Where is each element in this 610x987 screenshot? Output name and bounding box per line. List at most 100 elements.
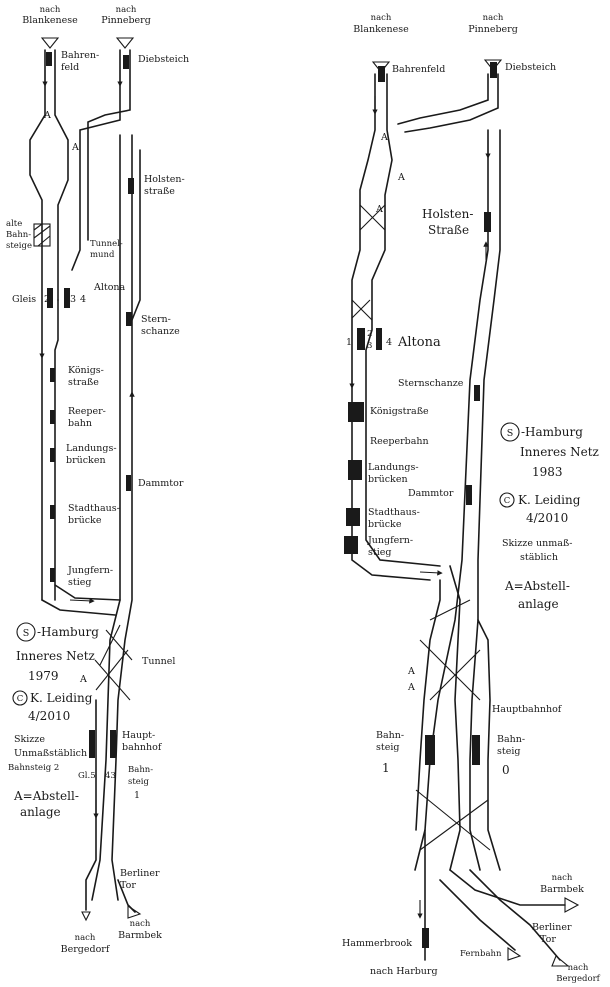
right-label-sternschanze: Sternschanze	[398, 378, 464, 389]
left-track-west-2	[55, 50, 68, 300]
left-label-berliner-2: Tor	[120, 880, 136, 891]
right-label-hbf: Hauptbahnhof	[492, 704, 563, 715]
left-platform-jungfernstieg	[50, 568, 55, 582]
left-label-bergedorf-1: nach	[75, 933, 96, 943]
left-label-alte-1: alte	[6, 219, 22, 229]
right-track-hbf-east	[478, 620, 500, 870]
right-label-hammerbrook: Hammerbrook	[342, 938, 412, 949]
left-label-stadthaus-1: Stadthaus-	[68, 503, 120, 514]
left-label-alte-3: steige	[6, 241, 32, 251]
right-platform-dammtor	[466, 485, 472, 505]
left-label-altona: Altona	[93, 282, 126, 293]
left-legend-note-2: Unmaßstäblich	[14, 748, 87, 759]
right-label-barmbek-1: nach	[552, 873, 573, 883]
left-platform-dammtor	[126, 475, 131, 491]
left-legend-abstell-2: anlage	[20, 805, 61, 819]
right-platform-bahrenfeld	[378, 66, 385, 82]
left-platform-reeperbahn	[50, 410, 55, 424]
left-label-landungs-1: Landungs-	[66, 443, 117, 454]
left-platform-hbf-2	[89, 730, 95, 758]
right-label-berliner-2: Tor	[540, 934, 556, 945]
left-legend-s: S	[23, 628, 30, 639]
left-label-a-1: A	[43, 110, 51, 121]
right-terminal-barmbek-marker	[565, 898, 578, 912]
right-label-barmbek-2: Barmbek	[540, 884, 584, 895]
right-platform-altona-a	[357, 328, 365, 350]
right-platform-hbf-west	[425, 735, 435, 765]
right-label-holsten-1: Holsten-	[422, 207, 473, 221]
right-platform-jungfernstieg	[344, 536, 358, 554]
left-label-bahnsteig-1-c: 1	[134, 790, 140, 801]
left-label-diebsteich: Diebsteich	[138, 54, 189, 65]
right-legend-note-1: Skizze unmaß-	[502, 538, 572, 549]
left-track-west-1	[30, 50, 45, 600]
right-label-bergedorf-1: nach	[568, 963, 589, 973]
left-track-curve-south-1	[42, 600, 115, 615]
left-label-bahnsteig-1-a: Bahn-	[128, 765, 153, 775]
right-legend-author: K. Leiding	[518, 493, 581, 507]
left-label-tunnelmund-2: mund	[90, 250, 115, 260]
right-legend-subtitle: Inneres Netz	[520, 445, 599, 459]
right-platform-stadthausbruecke	[346, 508, 360, 526]
left-legend-c: C	[17, 694, 24, 704]
left-label-nach-blankenese-2: Blankenese	[22, 15, 78, 26]
right-label-bergedorf-2: Bergedorf	[556, 974, 600, 984]
left-label-barmbek-2: Barmbek	[118, 930, 162, 941]
right-label-a-4: A	[407, 666, 415, 677]
left-label-track-2: 2	[44, 294, 50, 305]
right-label-a-5: A	[407, 682, 415, 693]
left-label-bahnsteig-2: Bahnsteig 2	[8, 763, 59, 773]
right-legend-date: 4/2010	[526, 511, 568, 525]
left-track-east-holsten	[132, 150, 140, 320]
right-platform-altona-b	[376, 328, 382, 350]
left-label-bahrenfeld-1: Bahren-	[61, 50, 99, 61]
right-platform-hbf-east	[472, 735, 480, 765]
left-label-berliner-1: Berliner	[120, 868, 160, 879]
left-label-tunnel: Tunnel	[142, 656, 175, 667]
left-platform-holstenstrasse	[128, 178, 134, 194]
left-label-koenig-1: Königs-	[68, 365, 104, 376]
left-label-koenig-2: straße	[68, 377, 99, 388]
left-track-east-branch-2	[88, 50, 130, 240]
left-platform-diebsteich	[123, 55, 129, 69]
left-arrow-6	[70, 600, 92, 601]
left-track-west-3	[55, 300, 58, 600]
right-legend-note-2: stäblich	[520, 552, 558, 563]
left-label-reeper-2: bahn	[68, 418, 92, 429]
left-label-bahrenfeld-2: feld	[61, 62, 79, 73]
right-label-bahnsteig-l-1: Bahn-	[376, 730, 404, 741]
left-terminal-bergedorf-marker	[82, 912, 90, 920]
right-platform-sternschanze	[474, 385, 480, 401]
right-track-east-connector-2	[405, 74, 498, 132]
right-label-berliner-1: Berliner	[532, 922, 572, 933]
right-label-fernbahn: Fernbahn	[460, 949, 502, 959]
right-label-nach-blankenese-1: nach	[371, 13, 392, 23]
left-label-stadthaus-2: brücke	[68, 515, 102, 526]
right-label-reeper: Reeperbahn	[370, 436, 429, 447]
left-track-east-branch-1	[72, 50, 120, 270]
right-legend-abstell-1: A=Abstell-	[504, 579, 570, 593]
left-label-hbf-2: bahnhof	[122, 742, 163, 753]
right-platform-holstenstrasse	[484, 212, 491, 232]
left-label-dammtor: Dammtor	[138, 478, 184, 489]
right-legend-title: -Hamburg	[521, 425, 583, 439]
right-terminal-bergedorf-marker	[552, 956, 568, 966]
right-label-holsten-2: Straße	[428, 223, 469, 237]
right-label-koenig: Königstraße	[370, 406, 429, 417]
left-label-a-2: A	[71, 142, 79, 153]
right-label-bahnsteig-l-3: 1	[382, 761, 390, 775]
left-label-holsten-2: straße	[144, 186, 175, 197]
left-label-nach-pinneberg-2: Pinneberg	[101, 15, 151, 26]
left-label-alte-2: Bahn-	[6, 230, 31, 240]
left-label-hbf-1: Haupt-	[122, 730, 155, 741]
left-label-tunnelmund-1: Tunnel-	[90, 239, 123, 249]
right-arrow-6	[420, 572, 440, 573]
left-label-sternschanze-2: schanze	[141, 326, 180, 337]
left-label-reeper-1: Reeper-	[68, 406, 106, 417]
right-label-track-2: 2	[367, 329, 372, 339]
right-label-bahnsteig-r-3: 0	[502, 763, 510, 777]
left-label-barmbek-1: nach	[130, 919, 151, 929]
left-label-a-3: A	[79, 674, 87, 685]
left-label-nach-pinneberg-1: nach	[116, 5, 137, 15]
